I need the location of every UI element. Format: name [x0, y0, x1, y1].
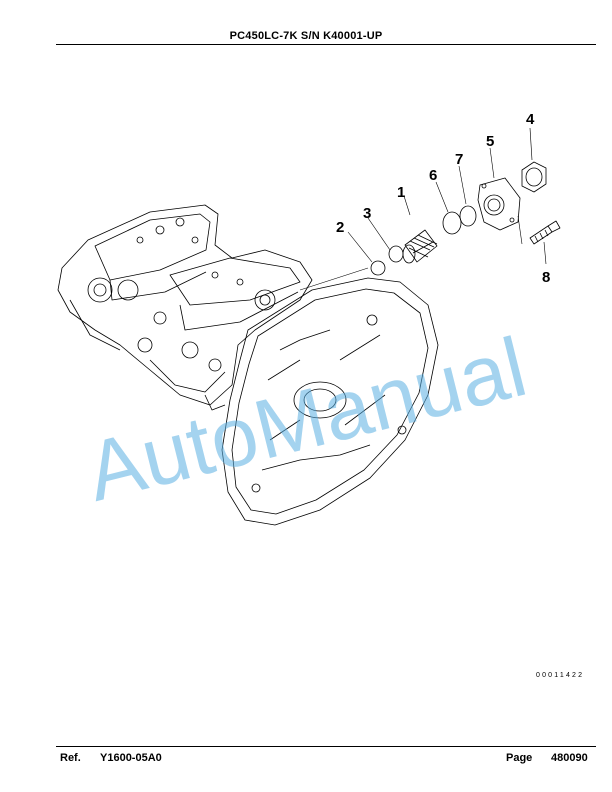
- callout-6: 6: [429, 167, 437, 184]
- drawing-code: 00011422: [536, 672, 585, 679]
- part-8-plug: [529, 220, 561, 245]
- flywheel-housing: [221, 277, 439, 526]
- part-1-spring: [402, 229, 438, 264]
- footer-rule: [56, 746, 596, 747]
- callout-3: 3: [363, 205, 371, 222]
- part-7-o-ring: [459, 205, 477, 227]
- part-3-o-ring: [388, 245, 404, 263]
- leader-lines: [299, 127, 547, 291]
- pump-assembly: [57, 204, 313, 411]
- part-5-flange: [477, 177, 521, 231]
- ref-label: Ref.: [60, 752, 81, 764]
- callout-5: 5: [486, 133, 494, 150]
- callout-4: 4: [526, 111, 535, 128]
- callout-1: 1: [397, 184, 405, 201]
- callout-8: 8: [542, 269, 550, 286]
- header-rule: [56, 44, 596, 45]
- page-number: 480090: [551, 752, 588, 764]
- part-6-o-ring: [442, 211, 462, 235]
- part-4-nut: [521, 161, 547, 193]
- callout-2: 2: [336, 219, 344, 236]
- page-title: PC450LC-7K S/N K40001-UP: [229, 30, 383, 42]
- ref-value: Y1600-05A0: [100, 752, 162, 764]
- callout-7: 7: [455, 151, 463, 168]
- part-2-o-ring: [370, 260, 386, 276]
- page-label: Page: [506, 752, 533, 764]
